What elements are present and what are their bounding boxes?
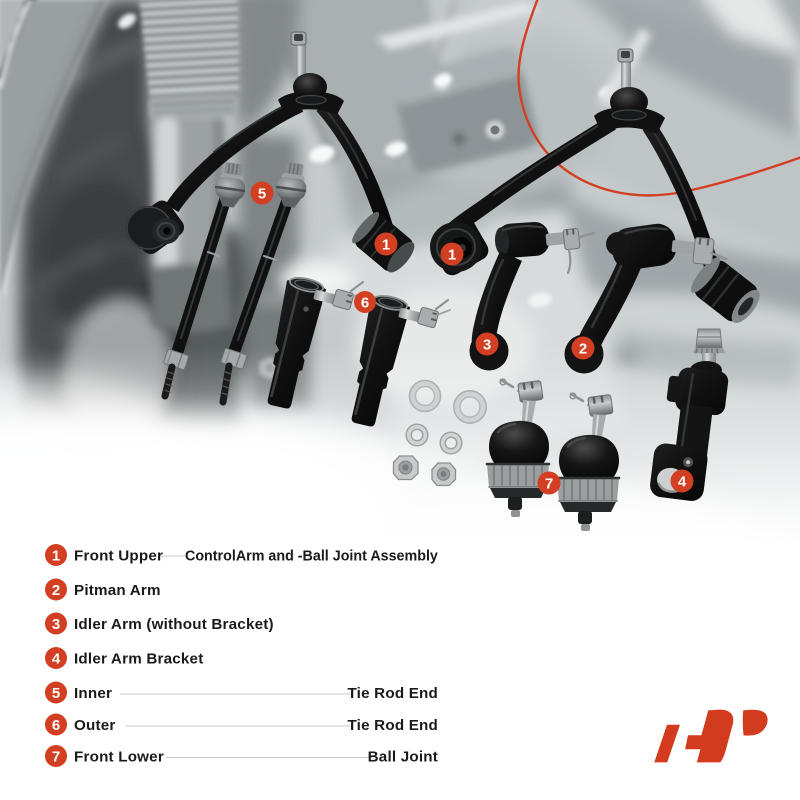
svg-text:ControlArm and -Ball Joint Ass: ControlArm and -Ball Joint Assembly xyxy=(185,549,438,565)
svg-text:Front Upper: Front Upper xyxy=(74,548,163,565)
svg-text:5: 5 xyxy=(52,685,60,702)
svg-text:1: 1 xyxy=(448,247,456,264)
svg-text:7: 7 xyxy=(545,476,553,493)
svg-text:Ball Joint: Ball Joint xyxy=(368,749,438,766)
svg-text:6: 6 xyxy=(361,295,369,312)
svg-text:Front Lower: Front Lower xyxy=(74,749,164,766)
svg-text:2: 2 xyxy=(579,341,587,358)
svg-text:3: 3 xyxy=(483,337,491,354)
svg-text:Tie Rod End: Tie Rod End xyxy=(347,685,438,702)
svg-text:6: 6 xyxy=(52,717,60,734)
svg-text:Pitman Arm: Pitman Arm xyxy=(74,582,161,599)
svg-text:1: 1 xyxy=(52,548,60,565)
svg-text:Idler Arm (without Bracket): Idler Arm (without Bracket) xyxy=(74,616,274,633)
svg-text:Tie Rod End: Tie Rod End xyxy=(347,717,438,734)
svg-text:3: 3 xyxy=(52,616,60,633)
svg-text:4: 4 xyxy=(52,651,61,668)
svg-text:1: 1 xyxy=(382,237,390,254)
svg-text:2: 2 xyxy=(52,582,60,599)
svg-text:Outer: Outer xyxy=(74,717,116,734)
svg-text:7: 7 xyxy=(52,749,60,766)
svg-text:Idler Arm Bracket: Idler Arm Bracket xyxy=(74,651,203,668)
svg-text:5: 5 xyxy=(258,186,266,203)
svg-text:4: 4 xyxy=(678,474,687,491)
svg-text:Inner: Inner xyxy=(74,685,112,702)
